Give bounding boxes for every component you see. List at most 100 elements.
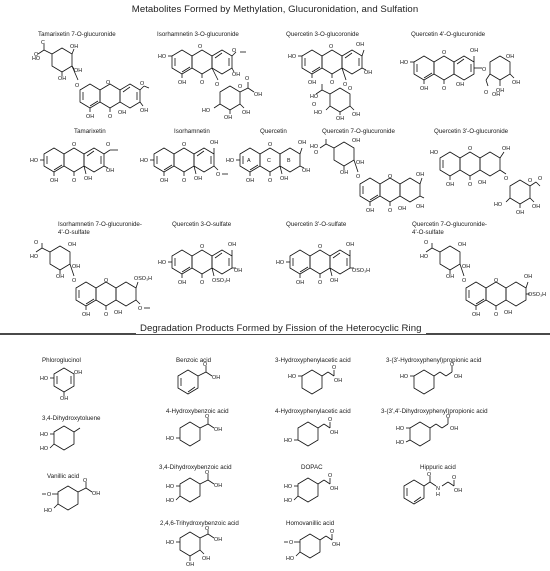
svg-text:OH: OH <box>280 176 288 182</box>
structure-3-4-dihydroxyphenylpropionic-acid: HO HO OOH <box>396 414 458 447</box>
svg-text:OH: OH <box>346 242 354 248</box>
compound-label: Quercetin 3'-O-sulfate <box>286 221 347 228</box>
svg-text:O: O <box>462 278 466 284</box>
svg-text:OH: OH <box>118 110 126 116</box>
compound-label: 3,4-Dihydroxytoluene <box>42 415 101 422</box>
compound-label: 4'-O-sulfate <box>58 229 90 236</box>
svg-text:O: O <box>72 178 76 184</box>
svg-text:HO: HO <box>314 110 322 116</box>
structure-isorhamnetin: HO O OH O OH O OH <box>140 140 228 184</box>
svg-text:O: O <box>238 84 242 90</box>
svg-text:H: H <box>436 492 440 498</box>
svg-text:OH: OH <box>352 138 360 144</box>
svg-text:O: O <box>318 280 322 286</box>
svg-text:HO: HO <box>420 254 428 260</box>
structure-quercetin: HO O A C B OH OH OH O OH <box>226 140 310 184</box>
svg-text:O: O <box>538 176 542 182</box>
compound-label: Homovanillic acid <box>286 520 335 527</box>
svg-text:O: O <box>205 526 209 532</box>
svg-text:HO: HO <box>40 376 48 382</box>
svg-text:HO: HO <box>44 508 52 514</box>
svg-text:HO: HO <box>158 260 166 266</box>
svg-text:OH: OH <box>496 88 504 94</box>
compound-label: DOPAC <box>301 464 323 471</box>
svg-text:HO: HO <box>32 56 40 62</box>
svg-text:O: O <box>388 174 392 180</box>
svg-text:HO: HO <box>396 426 404 432</box>
svg-text:OH: OH <box>398 206 406 212</box>
svg-text:OH: OH <box>106 168 114 174</box>
svg-text:OH: OH <box>186 562 194 568</box>
svg-text:HO: HO <box>166 484 174 490</box>
svg-text:OH: OH <box>242 110 250 116</box>
svg-text:OH: OH <box>234 268 242 274</box>
svg-text:O: O <box>245 76 249 82</box>
compound-label: 3-Hydroxyphenylacetic acid <box>275 357 351 364</box>
svg-text:O: O <box>343 82 347 88</box>
svg-text:OH: OH <box>330 430 338 436</box>
svg-text:O: O <box>200 80 204 86</box>
structure-dopac: HO HO OOH <box>284 473 338 504</box>
compound-label: 3-(3',4'-Dihydroxyphenyl)propionic acid <box>381 408 488 415</box>
svg-text:OH: OH <box>356 42 364 48</box>
svg-text:OH: OH <box>114 310 122 316</box>
svg-text:HO: HO <box>288 54 296 60</box>
section-title-degradation: Degradation Products Formed by Fission o… <box>136 323 426 334</box>
compound-label: Vanillic acid <box>47 473 80 480</box>
svg-text:OH: OH <box>298 140 306 146</box>
svg-text:O: O <box>318 244 322 250</box>
svg-text:OH: OH <box>330 278 338 284</box>
svg-text:O: O <box>332 365 336 371</box>
svg-text:OSO₃H: OSO₃H <box>212 278 230 284</box>
compound-label: Isorhamnetin 7-O-glucuronide- <box>58 221 142 228</box>
compound-label: 3-(3'-Hydroxyphenyl)propionic acid <box>386 357 482 364</box>
structure-3-4-dihydroxybenzoic-acid: HO HO OOH <box>166 470 222 504</box>
compound-label: Quercetin 4'-O-glucuronide <box>411 31 486 38</box>
svg-text:O: O <box>200 244 204 250</box>
svg-text:OH: OH <box>532 204 540 210</box>
svg-text:O: O <box>446 414 450 420</box>
svg-text:OH: OH <box>446 274 454 280</box>
svg-text:OH: OH <box>70 44 78 50</box>
svg-text:O: O <box>205 470 209 476</box>
section-title-metabolites: Metabolites Formed by Methylation, Glucu… <box>131 4 419 15</box>
compound-label: Hippuric acid <box>420 464 456 471</box>
compound-label: Quercetin 7-O-glucuronide <box>322 128 395 135</box>
compound-label: Quercetin 3-O-sulfate <box>172 221 232 228</box>
svg-text:OH: OH <box>202 556 210 562</box>
svg-text:O: O <box>182 142 186 148</box>
compound-label: Tamarixetin <box>74 128 106 135</box>
svg-text:O: O <box>329 44 333 50</box>
structure-tamarixetin: HO O O OH OH O OH <box>30 142 118 184</box>
svg-text:OH: OH <box>334 378 342 384</box>
svg-text:OH: OH <box>472 312 480 318</box>
svg-text:O: O <box>494 278 498 284</box>
svg-text:OH: OH <box>160 178 168 184</box>
svg-text:O: O <box>528 178 532 184</box>
svg-text:O: O <box>198 44 202 50</box>
svg-text:OH: OH <box>232 72 240 78</box>
svg-text:O: O <box>108 114 112 120</box>
compound-label: 4-Hydroxybenzoic acid <box>166 408 229 415</box>
structure-benzoic-acid: OOH <box>177 362 220 395</box>
svg-text:HO: HO <box>226 158 234 164</box>
svg-text:OH: OH <box>254 92 262 98</box>
svg-text:O: O <box>232 48 236 54</box>
svg-text:O: O <box>268 178 272 184</box>
structure-3-4-dihydroxytoluene: HO HO <box>40 425 81 452</box>
compound-label: 4-Hydroxyphenylacetic acid <box>275 408 351 415</box>
svg-text:O: O <box>348 86 352 92</box>
svg-text:O: O <box>203 362 207 368</box>
svg-text:HO: HO <box>400 60 408 66</box>
structure-hippuric-acid: O NH OOH <box>403 472 462 505</box>
svg-text:OH: OH <box>352 112 360 118</box>
compound-label: Quercetin 3'-O-glucuronide <box>434 128 509 135</box>
svg-text:C: C <box>41 40 45 46</box>
svg-text:HO: HO <box>430 150 438 156</box>
svg-text:O: O <box>452 475 456 481</box>
svg-text:O: O <box>442 86 446 92</box>
compound-label: Isorhamnetin <box>174 128 210 135</box>
svg-text:O: O <box>106 80 110 86</box>
structure-isorhamnetin-7-glucuronide-4-sulfate: HOO OH OH OH O O OSO₃H O OH O OH <box>30 240 152 318</box>
